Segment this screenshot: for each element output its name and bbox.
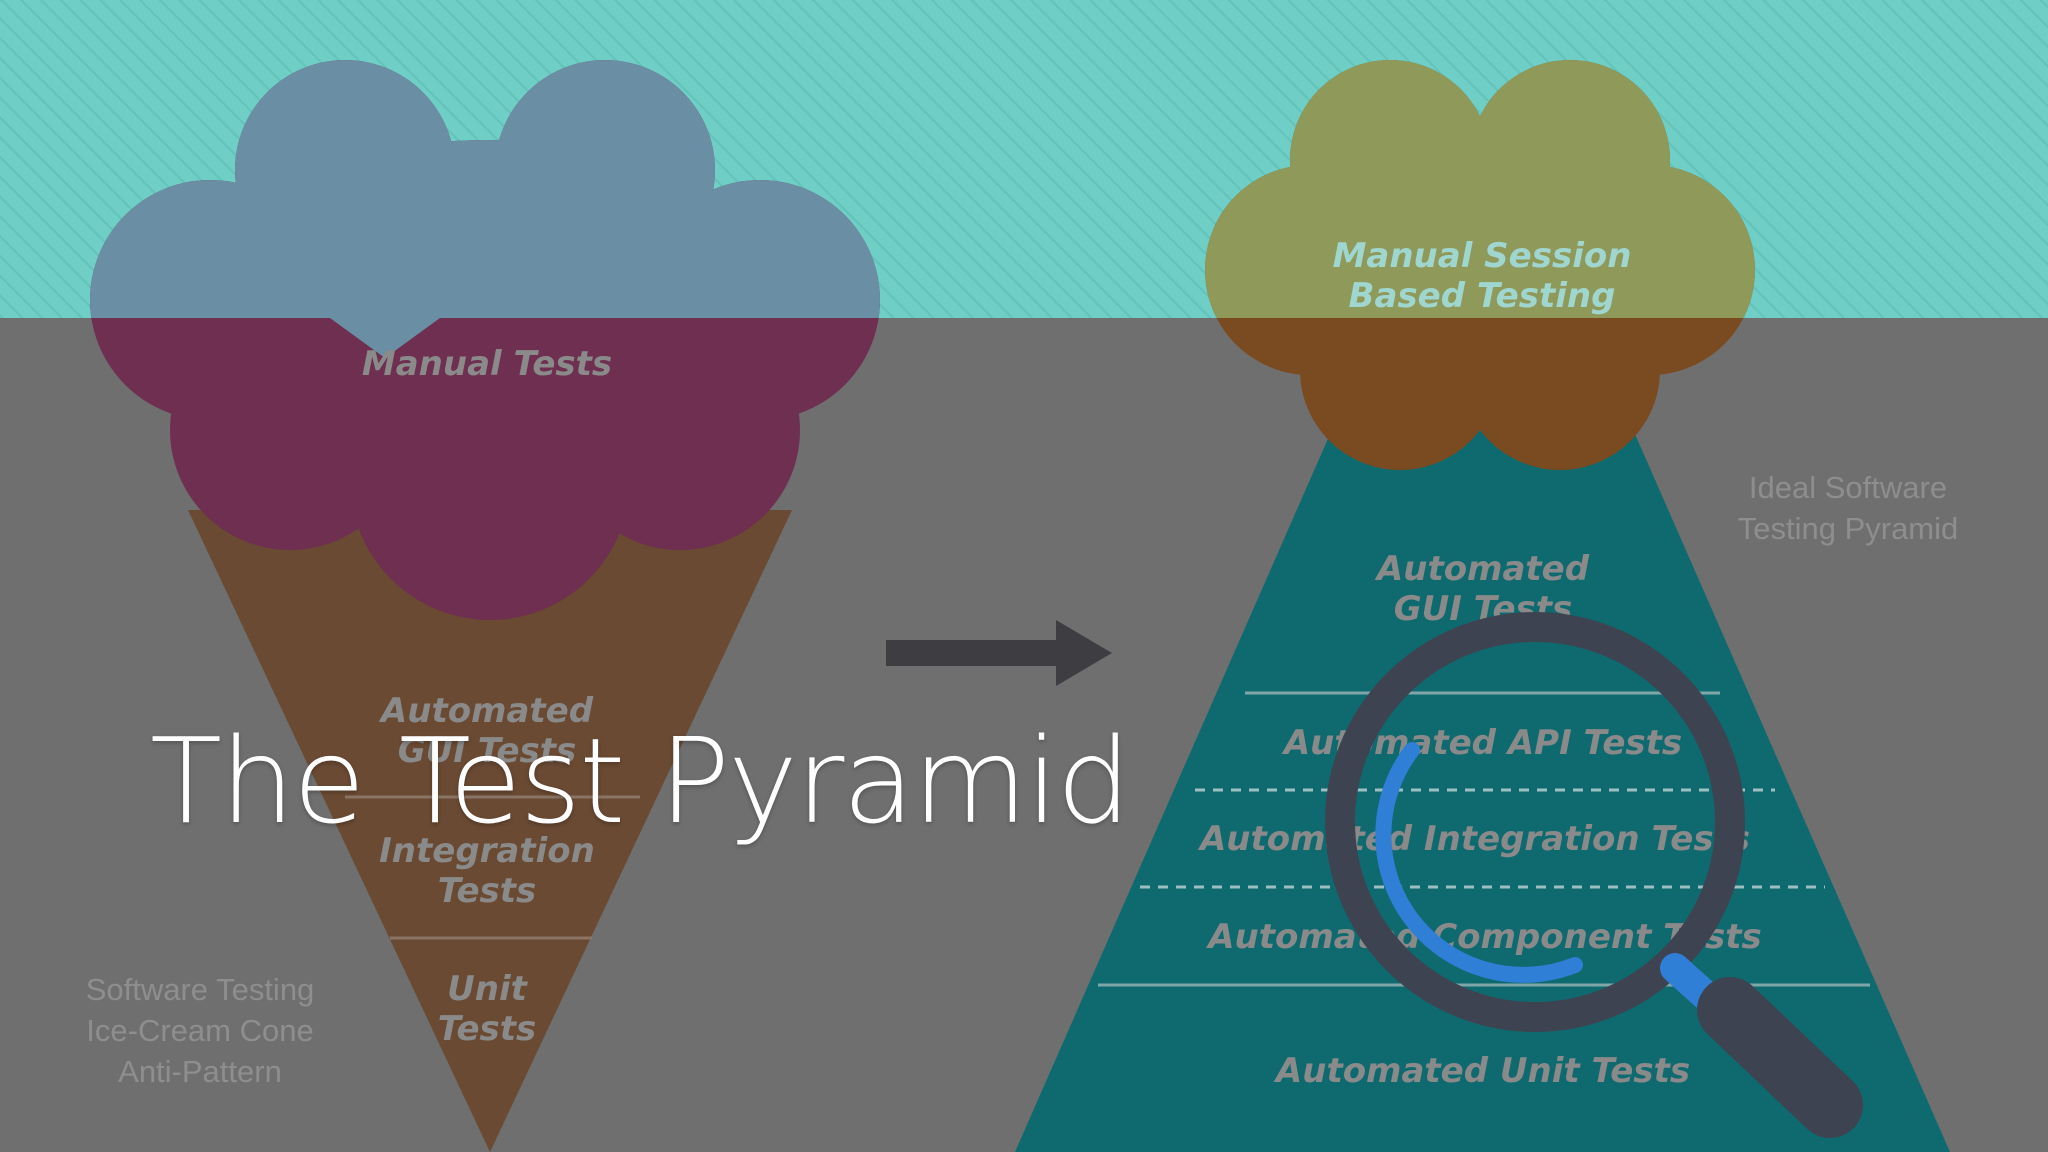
test-pyramid <box>1015 60 1950 1152</box>
pyramid-body <box>1015 400 1950 1152</box>
cloud-top-tint <box>1205 60 1755 318</box>
pyramid-layer-label: Automated Integration Tests <box>1197 819 1750 859</box>
cone-layer-label: Automated <box>378 691 594 731</box>
cone-caption: Ice-Cream Cone <box>86 1013 313 1048</box>
cone-layer-label: Unit <box>447 969 528 1009</box>
scoop-top-tint <box>90 60 880 318</box>
slide-title: The Test Pyramid <box>150 712 1131 850</box>
cone-layer-label: Tests <box>438 1009 537 1049</box>
arrow-right-icon <box>886 620 1112 686</box>
cone-body <box>188 510 792 1152</box>
scoop-notch <box>330 318 440 358</box>
cone-layer-label: GUI Tests <box>398 731 577 771</box>
cloud-label: Manual Session <box>1333 236 1632 276</box>
pyramid-layer-label: Automated <box>1374 549 1590 589</box>
cone-layer-label: Integration <box>379 831 595 871</box>
cone-caption: Anti-Pattern <box>118 1054 282 1089</box>
pyramid-layer-label: Automated Unit Tests <box>1273 1051 1690 1091</box>
magnifier-icon <box>1325 612 1863 1138</box>
pyramid-caption: Ideal Software <box>1749 470 1947 505</box>
scoop-label: Manual Tests <box>362 344 612 384</box>
cloud-label: Based Testing <box>1349 276 1616 316</box>
ice-cream-cone <box>90 60 880 1152</box>
pyramid-caption: Testing Pyramid <box>1738 511 1959 546</box>
cone-caption: Software Testing <box>86 972 315 1007</box>
cone-layer-label: Tests <box>438 871 537 911</box>
